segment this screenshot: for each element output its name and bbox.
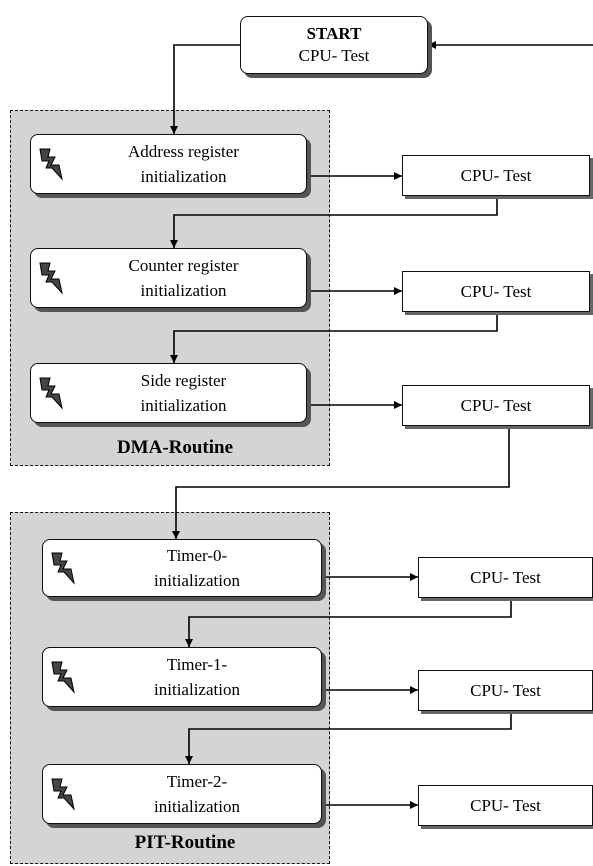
cpu-test-box: CPU- Test <box>418 557 593 598</box>
dma-routine-title: DMA-Routine <box>116 437 234 458</box>
step-label-line1: Timer-1- <box>166 655 228 674</box>
step-label-line1: Counter register <box>128 256 239 275</box>
pit-step-timer-1: Timer-1- initialization <box>42 647 322 707</box>
lightning-bolt-icon <box>39 262 63 295</box>
pit-step-timer-2: Timer-2- initialization <box>42 764 322 824</box>
lightning-bolt-icon <box>51 661 75 694</box>
step-label-line2: initialization <box>140 167 227 186</box>
lightning-bolt-icon <box>39 377 63 410</box>
dma-step-counter-register: Counter register initialization <box>30 248 307 308</box>
step-label-line2: initialization <box>154 797 240 816</box>
pit-step-timer-0: Timer-0- initialization <box>42 539 322 597</box>
cpu-test-box: CPU- Test <box>418 785 593 826</box>
step-label-line1: Timer-0- <box>166 546 228 565</box>
start-node: START CPU- Test <box>240 16 428 74</box>
start-title: START <box>306 24 362 43</box>
start-subtitle: CPU- Test <box>298 46 370 65</box>
lightning-bolt-icon <box>51 778 75 811</box>
step-label-line1: Timer-2- <box>166 772 228 791</box>
step-label-line2: initialization <box>140 281 227 300</box>
cpu-test-box: CPU- Test <box>402 385 590 426</box>
step-label-line1: Address register <box>128 142 239 161</box>
step-label-line2: initialization <box>154 680 240 699</box>
lightning-bolt-icon <box>51 552 75 585</box>
lightning-bolt-icon <box>39 148 63 181</box>
dma-step-side-register: Side register initialization <box>30 363 307 423</box>
step-label-line2: initialization <box>140 396 227 415</box>
dma-step-address-register: Address register initialization <box>30 134 307 194</box>
step-label-line2: initialization <box>154 571 240 590</box>
step-label-line1: Side register <box>140 371 227 390</box>
cpu-test-box: CPU- Test <box>418 670 593 711</box>
pit-routine-title: PIT-Routine <box>134 832 236 853</box>
cpu-test-box: CPU- Test <box>402 155 590 196</box>
cpu-test-box: CPU- Test <box>402 271 590 312</box>
